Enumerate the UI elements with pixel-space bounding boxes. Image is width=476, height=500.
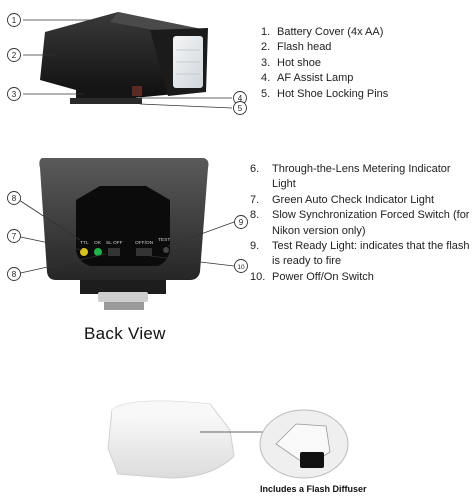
callout-badge: 2 — [7, 48, 21, 62]
control-panel — [76, 186, 170, 266]
item-number: 3. — [261, 56, 271, 69]
item-text: Hot Shoe Locking Pins — [277, 87, 389, 100]
ok-indicator-light — [94, 248, 102, 256]
callout-number: 3 — [12, 90, 17, 99]
feature-top-item: 3. Hot shoe — [261, 56, 466, 71]
item-text: Green Auto Check Indicator Light — [272, 193, 435, 206]
feature-back-item: 10. Power Off/On Switch — [250, 270, 472, 285]
ok-label: OK — [94, 240, 102, 246]
item-text: Battery Cover (4x AA) — [277, 26, 384, 38]
power-switch — [136, 248, 152, 256]
item-text: Hot shoe — [277, 56, 322, 69]
item-text: Test Ready Light: indicates that the fla… — [272, 240, 470, 268]
item-text: AF Assist Lamp — [277, 72, 354, 85]
item-number: 6. — [250, 163, 260, 175]
item-number: 10. — [250, 270, 266, 283]
callout-number: 9 — [239, 218, 244, 227]
item-text: Through-the-Lens Metering Indicator Ligh… — [272, 163, 451, 191]
callout-number: 7 — [12, 232, 17, 241]
feature-back-item: 6. Through-the-Lens Metering Indicator Li… — [250, 162, 472, 193]
callout-number: 10 — [237, 264, 245, 271]
callout-badge: 9 — [234, 215, 248, 229]
callout-lines-top — [23, 19, 233, 109]
diffuser-caption: Includes a Flash Diffuser — [260, 484, 367, 494]
flash-back-view — [39, 158, 209, 310]
callout-badge: 1 — [7, 13, 21, 27]
feature-list-top: 1. Battery Cover (4x AA) 2. Flash head 3. Hot… — [261, 25, 466, 102]
callout-number: 8 — [12, 194, 17, 203]
callout-badge: 4 — [233, 91, 247, 105]
off-on-label: OFF/ON — [135, 240, 154, 246]
callout-badge: 3 — [7, 87, 21, 101]
sl-off-switch — [108, 248, 120, 256]
feature-top-item: 5. Hot Shoe Locking Pins — [261, 87, 466, 102]
hot-shoe-foot — [76, 86, 136, 100]
item-number: 9. — [250, 240, 260, 253]
item-number: 7. — [250, 193, 260, 206]
feature-top-item: 1. Battery Cover (4x AA) — [261, 25, 466, 40]
callout-number: 4 — [238, 94, 243, 103]
item-number: 8. — [250, 209, 260, 222]
flash-diffuser — [107, 400, 349, 479]
callout-badge: 7 — [7, 229, 21, 243]
callout-badge: 8 — [7, 191, 21, 205]
callout-number: 8 — [12, 270, 17, 279]
af-assist-lamp — [132, 86, 142, 96]
callout-number: 2 — [12, 51, 17, 60]
item-number: 1. — [261, 26, 271, 38]
item-number: 2. — [261, 41, 271, 54]
sl-off-label: SL OFF — [106, 240, 123, 246]
item-number: 5. — [261, 87, 271, 100]
mounting-foot — [98, 292, 148, 302]
feature-list-back: 6. Through-the-Lens Metering Indicator Li… — [250, 162, 472, 285]
callout-badge: 5 — [233, 101, 247, 115]
test-ready-light — [163, 247, 169, 253]
callout-number: 5 — [238, 104, 243, 113]
callout-number: 1 — [12, 16, 17, 25]
item-text: Flash head — [277, 41, 332, 54]
feature-back-item: 7. Green Auto Check Indicator Light — [250, 193, 472, 208]
item-text: Slow Synchronization Forced Switch (for … — [272, 209, 470, 237]
test-label: TEST — [158, 237, 170, 243]
callout-badge: 10 — [234, 259, 248, 273]
feature-top-item: 2. Flash head — [261, 40, 466, 55]
ttl-label: TTL — [80, 240, 89, 246]
flash-side-view — [40, 12, 208, 104]
item-number: 4. — [261, 72, 271, 85]
callout-lines-back — [15, 197, 235, 275]
item-text: Power Off/On Switch — [272, 270, 374, 283]
feature-back-item: 9. Test Ready Light: indicates that the f… — [250, 239, 472, 270]
callout-badge: 8 — [7, 267, 21, 281]
feature-back-item: 8. Slow Synchronization Forced Switch (fo… — [250, 208, 472, 239]
back-view-caption: Back View — [84, 324, 166, 343]
feature-top-item: 4. AF Assist Lamp — [261, 71, 466, 86]
